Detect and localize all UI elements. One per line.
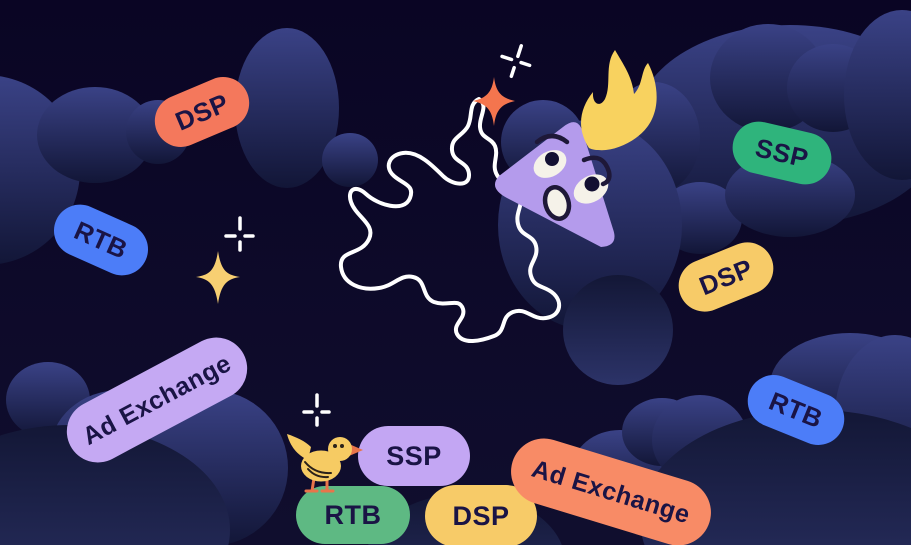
flame-hair-icon [581,50,657,151]
bird-beak [349,444,363,456]
sparkle-plus-icon [500,44,532,79]
brow-left [534,133,570,145]
head-cone [494,122,615,247]
pill-label: RTB [324,499,382,530]
sparkle-star-orange-icon [473,77,515,126]
pill-ssp-bottom: SSP [358,426,470,486]
bird-eye [340,444,344,448]
falling-body-outline [338,97,562,343]
cloud-blob [844,10,911,180]
pill-label: DSP [452,500,510,531]
mouth [542,185,572,221]
brow-right [581,155,612,187]
pill-dsp-bottom: DSP [425,485,537,545]
bird-wing [304,461,332,479]
pill-rtb-bottom: RTB [296,486,410,544]
pupil-left [545,152,559,166]
sparkle-star-yellow-icon [196,251,240,304]
pupil-right [584,176,600,192]
bird-tail [287,434,311,460]
mascot-head [494,50,657,247]
bird-head [328,437,352,461]
bird-eye [333,444,337,448]
sparkle-plus-icon [224,216,255,252]
cloud-blob [322,133,378,187]
sparkle-plus-icon [302,393,331,427]
cloud-blob [235,28,339,188]
cloud-blob [37,87,153,183]
cloud-blob [0,425,230,545]
pill-label: SSP [386,440,442,471]
cloud-blob [563,275,673,385]
bird-icon [287,434,363,493]
